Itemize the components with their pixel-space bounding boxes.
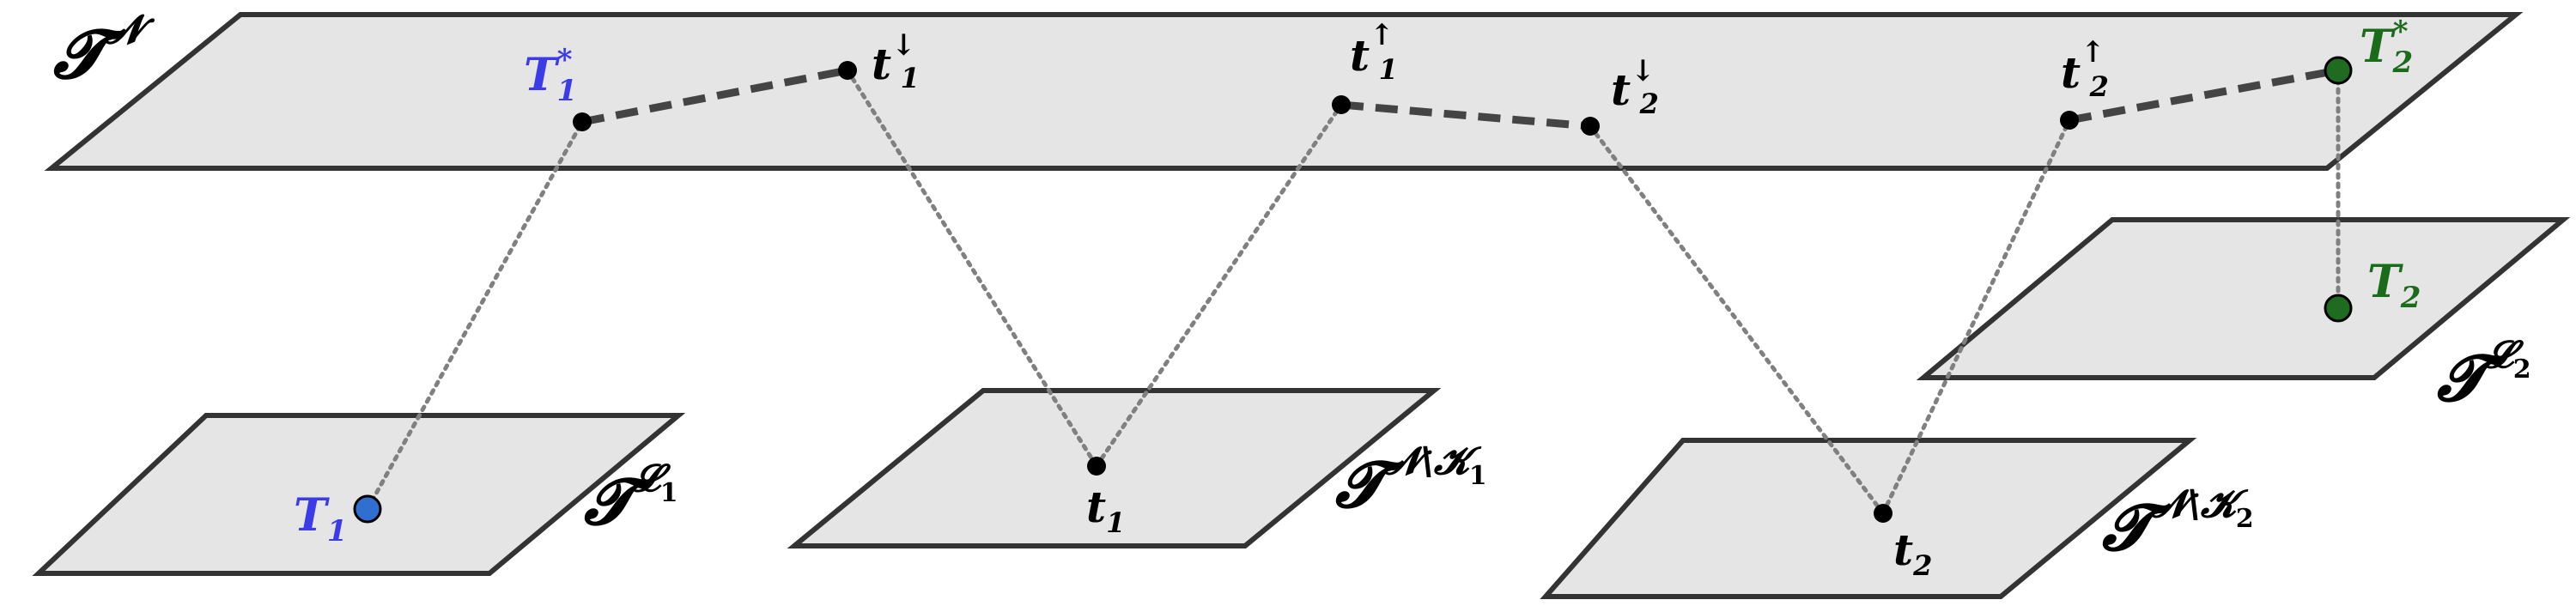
plane-nk1 bbox=[787, 388, 1442, 548]
edge-t2-t2up bbox=[1880, 118, 2072, 516]
node-t2down-dot bbox=[1581, 117, 1600, 136]
edge-T1star-t1down bbox=[581, 66, 848, 126]
plane-label-nk1: 𝓣𝓝\𝓚1 bbox=[1335, 439, 1487, 522]
node-t1down-dot bbox=[838, 61, 857, 80]
label-t2-down: t↓2 bbox=[1611, 54, 1659, 120]
label-T2-star: T*2 bbox=[2360, 15, 2413, 80]
label-T1: T1 bbox=[294, 489, 347, 548]
plane-l2 bbox=[1916, 217, 2571, 380]
label-t1-down: t↓1 bbox=[872, 28, 920, 94]
label-t1-up: t↑1 bbox=[1350, 18, 1398, 86]
label-T1-star: T*1 bbox=[524, 43, 577, 108]
edge-T1-T1star bbox=[365, 119, 585, 512]
node-t1-dot bbox=[1087, 457, 1106, 476]
plane-label-top: 𝓣𝓝 bbox=[53, 6, 155, 94]
edge-t2down-t2 bbox=[1588, 124, 1886, 516]
edge-t1up-t2down bbox=[1340, 100, 1591, 130]
label-t2: t2 bbox=[1893, 524, 1932, 582]
node-t2up-dot bbox=[2060, 111, 2079, 130]
node-t2-dot bbox=[1874, 504, 1893, 523]
plane-l1 bbox=[32, 413, 686, 576]
plane-label-l2: 𝓣𝓛2 bbox=[2437, 333, 2531, 415]
plane-label-l1: 𝓣𝓛1 bbox=[584, 457, 678, 539]
plane-nk2 bbox=[1540, 438, 2197, 599]
label-t2-up: t↑2 bbox=[2061, 35, 2109, 103]
node-t1up-dot bbox=[1332, 95, 1351, 114]
plane-label-nk2: 𝓣𝓝\𝓚2 bbox=[2102, 482, 2254, 565]
edge-t1down-t1 bbox=[845, 68, 1099, 469]
node-T1-dot bbox=[353, 494, 382, 524]
edge-t2up-T2star bbox=[2069, 66, 2339, 124]
edge-t1-t1up bbox=[1094, 102, 1344, 469]
node-T2star-dot bbox=[2324, 56, 2353, 85]
label-t1: t1 bbox=[1086, 482, 1125, 539]
label-T2: T2 bbox=[2367, 256, 2421, 315]
node-T1star-dot bbox=[573, 112, 592, 131]
node-T2-dot bbox=[2324, 294, 2353, 323]
plane-top bbox=[44, 12, 2524, 171]
